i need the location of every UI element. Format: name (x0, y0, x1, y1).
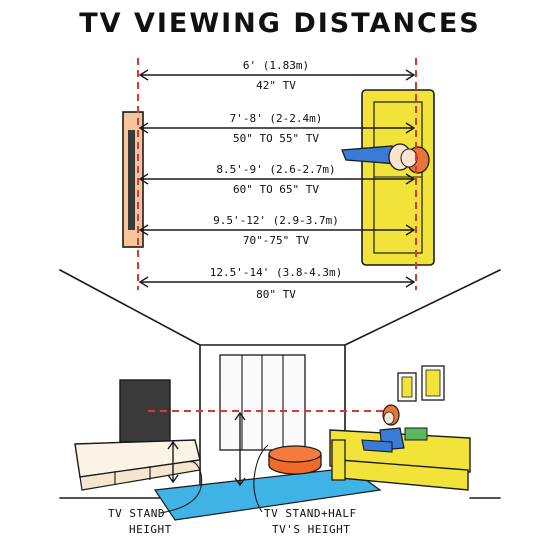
person-sitting (361, 404, 405, 453)
tv-size-label-row-1: 42" TV (256, 79, 296, 92)
top-view: 6' (1.83m) 42" TV 7'-8' (2-2.4m) 50" TO … (122, 58, 435, 301)
tv-size-label-row-3: 60" TO 65" TV (233, 183, 319, 196)
rug (153, 467, 382, 521)
caption-stand-line-1: TV STAND (108, 507, 165, 520)
sofa-top-view (361, 89, 435, 266)
tv-size-label-row-5: 80" TV (256, 288, 296, 301)
caption-stand-line-2: HEIGHT (129, 523, 172, 536)
tv-screen-top (128, 130, 135, 230)
tv-size-label-row-4: 70"-75" TV (243, 234, 310, 247)
distance-label-row-4: 9.5'-12' (2.9-3.7m) (213, 214, 339, 227)
diagram-title: TV VIEWING DISTANCES (79, 8, 481, 39)
distance-label-row-5: 12.5'-14' (3.8-4.3m) (210, 266, 342, 279)
caption-half-line-1: TV STAND+HALF (264, 507, 357, 520)
person-top-view (341, 143, 430, 174)
distance-label-row-2: 7'-8' (2-2.4m) (230, 112, 323, 125)
room-perspective: TV STAND HEIGHT TV STAND+HALF TV'S HEIGH… (59, 269, 501, 536)
tv-size-label-row-2: 50" TO 55" TV (233, 132, 319, 145)
distance-label-row-3: 8.5'-9' (2.6-2.7m) (216, 163, 335, 176)
caption-half-line-2: TV'S HEIGHT (272, 523, 350, 536)
distance-label-row-1: 6' (1.83m) (243, 59, 309, 72)
tv-stand (74, 439, 201, 491)
ottoman (268, 445, 322, 475)
